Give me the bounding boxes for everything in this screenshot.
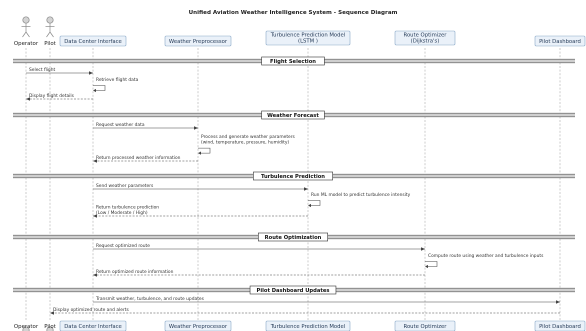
- person-icon: [22, 326, 30, 331]
- arrowhead: [198, 151, 201, 155]
- message-arrow: [425, 261, 438, 267]
- participants-top: Operator Pilot Data Center Interface Weathe…: [14, 16, 586, 47]
- message-label: Return optimized route information: [96, 269, 174, 275]
- actor-operator-bottom: Operator: [14, 324, 39, 331]
- arrowhead: [556, 300, 560, 304]
- message-label: Display optimized route and alerts: [53, 307, 129, 313]
- section-title-box: [261, 56, 325, 66]
- arrowhead: [26, 97, 30, 101]
- actor-label: Pilot: [44, 324, 56, 330]
- participant-label: Turbulence Prediction Model: [270, 324, 346, 330]
- section-title-box: [253, 171, 333, 181]
- participant-label: Data Center Interface: [64, 324, 122, 330]
- lifelines: [25, 48, 561, 321]
- arrowhead: [308, 203, 311, 208]
- arrowhead: [89, 71, 93, 75]
- arrowhead: [425, 264, 428, 269]
- message: Send weather parameters: [93, 183, 308, 191]
- participant-label: Route Optimizer: [404, 324, 448, 330]
- message: Return processed weather information: [93, 155, 198, 163]
- participant-label: Route Optimizer(Dijkstra's): [404, 33, 448, 45]
- participant-pd-top: Pilot Dashboard: [534, 35, 586, 47]
- participant-pd-bottom: Pilot Dashboard: [534, 320, 586, 331]
- message: Select flight: [26, 67, 93, 75]
- section-title-box: [249, 285, 337, 295]
- message: Request weather data: [93, 122, 198, 130]
- message-label: Return processed weather information: [96, 155, 181, 161]
- message: Compute route using weather and turbulen…: [425, 253, 544, 269]
- actor-label: Operator: [14, 41, 39, 47]
- participant-label: Weather Preprocessor: [169, 39, 228, 45]
- section-title: Turbulence Prediction: [261, 174, 325, 180]
- participant-wp-top: Weather Preprocessor: [164, 35, 232, 47]
- section-title: Flight Selection: [270, 59, 316, 65]
- actor-label: Pilot: [44, 41, 56, 47]
- message-label: Compute route using weather and turbulen…: [428, 253, 544, 259]
- participant-dci-bottom: Data Center Interface: [59, 320, 127, 331]
- message-label: Send weather parameters: [96, 183, 154, 189]
- actor-label: Operator: [14, 324, 39, 330]
- arrowhead: [50, 311, 54, 315]
- participant-label: Data Center Interface: [64, 39, 122, 45]
- actor-pilot-bottom: Pilot: [44, 324, 56, 331]
- message: Display optimized route and alerts: [50, 307, 560, 315]
- person-icon: [46, 326, 54, 331]
- message: Process and generate weather parameters(…: [198, 134, 296, 155]
- arrowhead: [421, 247, 425, 251]
- message-label: Retrieve flight data: [96, 77, 139, 83]
- message: Return optimized route information: [93, 269, 425, 277]
- participant-wp-bottom: Weather Preprocessor: [164, 320, 232, 331]
- participant-label: Pilot Dashboard: [539, 324, 581, 330]
- message-label: Transmit weather, turbulence, and route …: [95, 296, 205, 302]
- message-label: Return turbulence prediction(Low / Moder…: [96, 204, 159, 216]
- participant-tpm-bottom: Turbulence Prediction Model: [265, 320, 351, 331]
- message-arrow: [308, 200, 321, 206]
- participant-dci-top: Data Center Interface: [59, 35, 127, 47]
- message-label: Select flight: [29, 67, 55, 73]
- participants-bottom: Operator Pilot Data Center Interface Weathe…: [14, 320, 586, 331]
- section-title: Weather Forecast: [267, 113, 319, 119]
- participant-label: Pilot Dashboard: [539, 39, 581, 45]
- arrowhead: [194, 126, 198, 130]
- participant-label: Weather Preprocessor: [169, 324, 228, 330]
- message-label: Request optimized route: [96, 243, 150, 249]
- participant-ro-bottom: Route Optimizer: [394, 320, 456, 331]
- arrowhead: [93, 159, 97, 163]
- message-label: Run ML model to predict turbulence inten…: [311, 192, 411, 198]
- participant-ro-top: Route Optimizer(Dijkstra's): [394, 30, 456, 46]
- arrowhead: [93, 214, 97, 218]
- actor-operator-top: Operator: [14, 16, 39, 47]
- participant-tpm-top: Turbulence Prediction Model(LSTM ): [265, 30, 351, 46]
- message: Display flight details: [26, 93, 93, 101]
- person-icon: [21, 16, 31, 38]
- message-label: Display flight details: [29, 93, 75, 99]
- arrowhead: [304, 187, 308, 191]
- section-title: Pilot Dashboard Updates: [257, 288, 330, 294]
- arrowhead: [93, 273, 97, 277]
- actor-pilot-top: Pilot: [44, 16, 56, 47]
- arrowhead: [93, 88, 96, 93]
- message-label: Request weather data: [96, 122, 145, 128]
- message: Run ML model to predict turbulence inten…: [308, 192, 411, 208]
- section-title-box: [261, 110, 325, 120]
- section-title: Route Optimization: [265, 235, 322, 241]
- message: Transmit weather, turbulence, and route …: [93, 296, 560, 304]
- diagram-title: Unified Aviation Weather Intelligence Sy…: [189, 10, 398, 16]
- message-arrow: [198, 147, 211, 154]
- message: Request optimized route: [93, 243, 425, 251]
- message: Retrieve flight data: [93, 77, 139, 93]
- person-icon: [45, 16, 55, 38]
- message-label: Process and generate weather parameters(…: [201, 134, 296, 146]
- message-arrow: [93, 85, 106, 91]
- section-title-box: [257, 232, 328, 242]
- participant-label: Turbulence Prediction Model(LSTM ): [270, 33, 346, 45]
- message: Return turbulence prediction(Low / Moder…: [93, 204, 308, 218]
